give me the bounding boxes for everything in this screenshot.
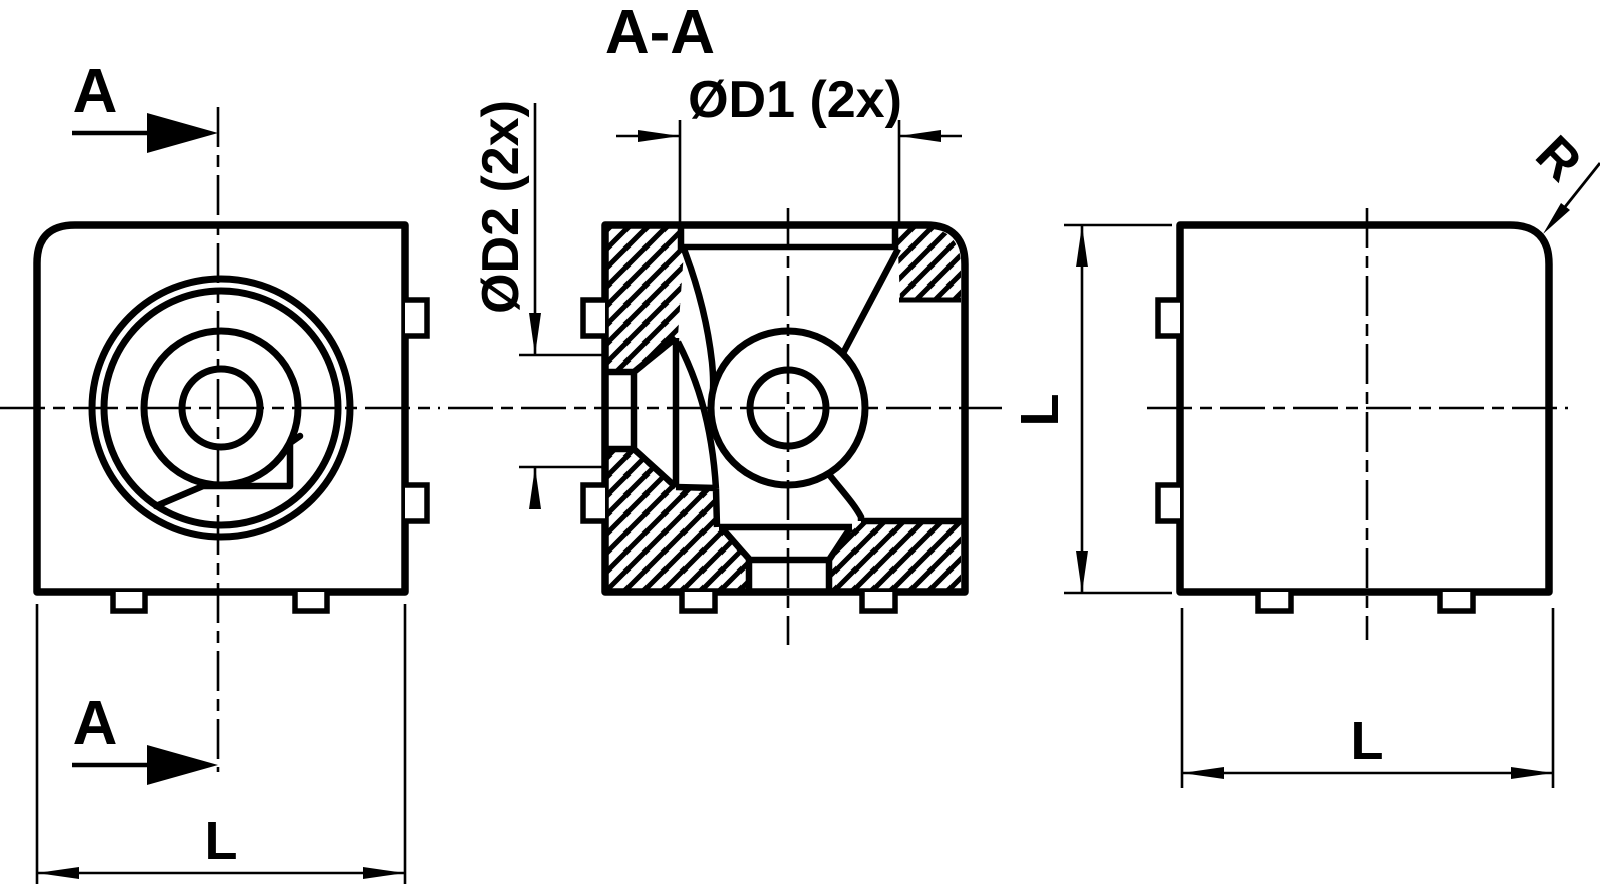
dim-length-front-arrow-right-icon <box>363 867 405 879</box>
dim-length-front-extension-lines <box>35 604 407 884</box>
section-hatch-top-right <box>897 228 961 300</box>
dim-d2: ØD2 (2x) <box>472 100 603 509</box>
section-letter-top: A <box>73 57 118 126</box>
dim-length-side-horizontal-extension-lines <box>1180 608 1555 788</box>
front-tab-right-lower <box>405 482 430 524</box>
dim-length-side-vertical: L <box>1010 223 1172 595</box>
section-tab-bottom-left <box>679 592 718 614</box>
dim-length-side-vertical-arrow-bottom-icon <box>1076 551 1088 593</box>
dim-length-side-horizontal: L <box>1180 608 1555 788</box>
dim-d2-arrow-top-icon <box>529 313 541 355</box>
dim-d1-arrow-left-icon <box>638 130 680 142</box>
front-tab-bottom-right <box>292 592 330 614</box>
section-tab-left-upper <box>580 297 605 339</box>
dim-length-side-horizontal-arrow-right-icon <box>1511 767 1553 779</box>
section-arrow-head-top-icon <box>147 113 218 153</box>
dim-d2-extension-lines <box>519 353 603 469</box>
side-tab-left-lower <box>1155 482 1180 524</box>
radius-callout: R <box>1525 125 1600 234</box>
section-right-void-bottom-edge <box>824 469 962 525</box>
dim-length-side-horizontal-label: L <box>1351 711 1384 771</box>
side-view <box>1147 208 1568 640</box>
dim-length-side-vertical-arrow-top-icon <box>1076 225 1088 267</box>
section-bore-intersection-curve <box>675 340 720 490</box>
front-bore-flat-edges <box>152 432 304 510</box>
section-counterbore-bottom-wall <box>675 483 721 528</box>
dim-length-front: L <box>35 604 407 884</box>
side-tab-bottom-right <box>1437 592 1476 614</box>
section-cut-marks: A A <box>72 57 218 785</box>
section-left-countersink <box>606 335 680 490</box>
section-view <box>448 208 1002 645</box>
dim-d1-label: ØD1 (2x) <box>688 71 902 129</box>
dim-d1-extension-lines <box>678 120 901 222</box>
dim-length-side-vertical-label: L <box>1010 394 1070 427</box>
section-tab-bottom-right <box>859 592 898 614</box>
section-hatch-bottom-right <box>830 521 961 589</box>
side-tab-bottom-left <box>1255 592 1294 614</box>
dim-d1: ØD1 (2x) <box>616 71 962 222</box>
dim-d1-arrow-right-icon <box>899 130 941 142</box>
front-tab-right-upper <box>405 297 430 339</box>
front-view <box>0 107 440 772</box>
section-arrow-head-bottom-icon <box>147 745 218 785</box>
radius-arrow-icon <box>1543 203 1570 234</box>
section-tab-left-lower <box>580 482 605 524</box>
section-funnel-right-line <box>838 247 901 359</box>
dim-length-side-horizontal-arrow-left-icon <box>1182 767 1224 779</box>
dim-length-front-label: L <box>205 811 238 871</box>
front-tab-bottom-left <box>110 592 148 614</box>
section-hatch-top-left <box>608 228 684 372</box>
dim-length-front-arrow-left-icon <box>37 867 79 879</box>
radius-label: R <box>1525 125 1593 193</box>
dim-d2-label: ØD2 (2x) <box>472 100 530 314</box>
side-body-outline <box>1176 221 1553 596</box>
section-hatch-bottom-left <box>608 449 750 589</box>
section-title: A-A <box>605 0 715 67</box>
dim-d2-arrow-bottom-icon <box>529 467 541 509</box>
side-tab-left-upper <box>1155 297 1180 339</box>
section-letter-bottom: A <box>73 689 118 758</box>
